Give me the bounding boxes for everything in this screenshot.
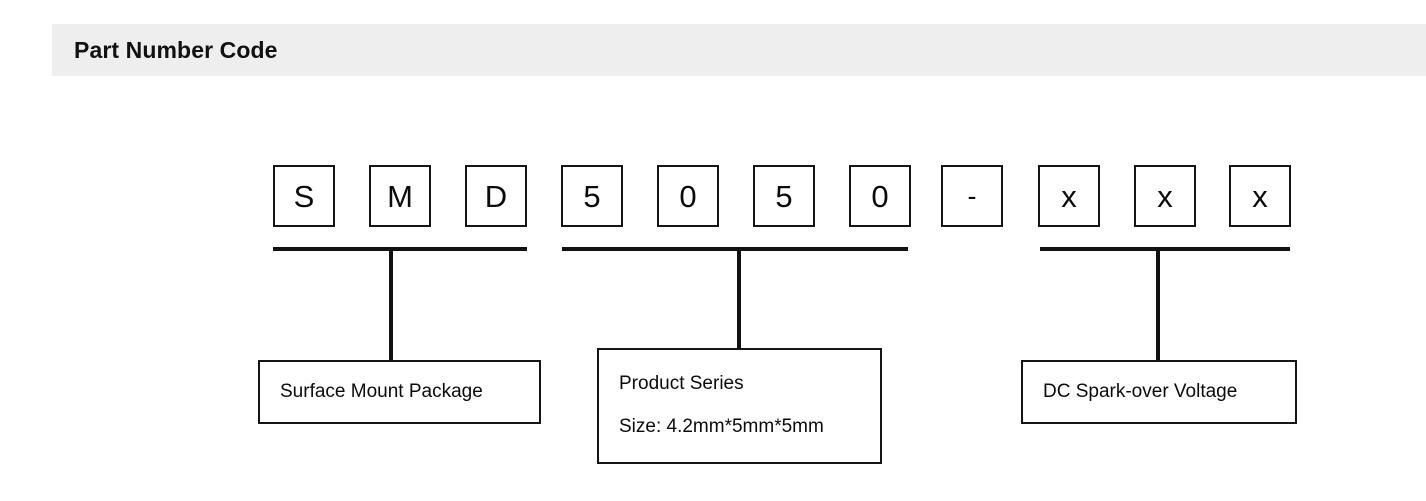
callout-box-package: Surface Mount Package (258, 360, 541, 424)
code-char-box-4: 0 (657, 165, 719, 227)
callout-series-line-1: Size: 4.2mm*5mm*5mm (619, 416, 824, 437)
callout-box-voltage: DC Spark-over Voltage (1021, 360, 1297, 424)
code-char-box-3: 5 (561, 165, 623, 227)
code-char-box-5: 5 (753, 165, 815, 227)
group-rule-voltage (1040, 247, 1290, 251)
page-title: Part Number Code (74, 36, 278, 63)
group-rule-series (562, 247, 908, 251)
code-char-box-8: x (1038, 165, 1100, 227)
code-char-box-9: x (1134, 165, 1196, 227)
code-char-box-separator: - (941, 165, 1003, 227)
code-char-box-0: S (273, 165, 335, 227)
callout-voltage-line-0: DC Spark-over Voltage (1043, 380, 1238, 402)
callout-series-line-0: Product Series (619, 373, 744, 395)
callout-box-series: Product Series Size: 4.2mm*5mm*5mm (597, 348, 882, 464)
connector-voltage (1156, 247, 1160, 362)
connector-package (389, 247, 393, 362)
section-header: Part Number Code (52, 24, 1426, 76)
connector-series (737, 247, 741, 350)
callout-package-line-0: Surface Mount Package (280, 380, 483, 402)
code-char-box-10: x (1229, 165, 1291, 227)
code-char-box-1: M (369, 165, 431, 227)
group-rule-package (273, 247, 527, 251)
code-char-box-6: 0 (849, 165, 911, 227)
code-char-box-2: D (465, 165, 527, 227)
